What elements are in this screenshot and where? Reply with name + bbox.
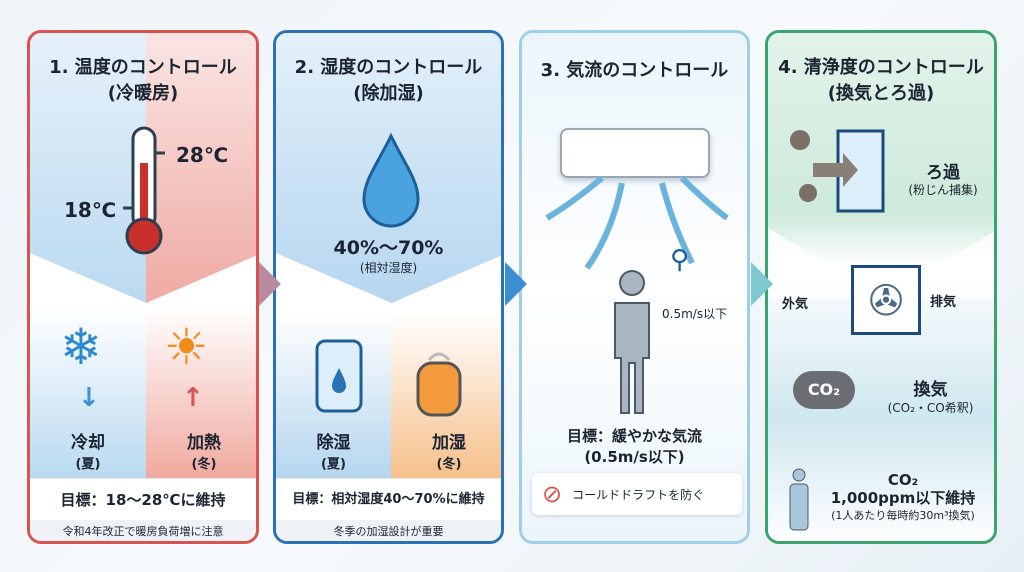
panel-title: 1. 温度のコントロール(冷暖房) (49, 57, 237, 104)
filter-label: ろ過 (926, 163, 960, 183)
dehumidify-label: 除湿(夏) (316, 433, 351, 472)
goal-text: 目標：緩やかな気流(0.5m/s以下) (566, 427, 702, 466)
panel-airflow: 3. 気流のコントロール ⚲ 0.5m/s以下 目標：緩やかな気流(0.5m/s… (519, 30, 750, 544)
note-text: 令和4年改正で暖房負荷増に注意 (30, 520, 256, 541)
outside-air-label: 外気 (782, 297, 809, 312)
air-conditioner-icon (560, 128, 710, 178)
temp-high-label: 28℃ (176, 143, 229, 167)
person-icon (789, 468, 809, 531)
dehumidifier-icon (315, 339, 363, 413)
airflow-arrows-icon (545, 175, 729, 270)
panel-title: 4. 清浄度のコントロール(換気とろ過) (778, 57, 984, 104)
arrow-down-icon: ↓ (78, 383, 100, 413)
no-cold-draft-icon: ⊘ (542, 480, 563, 508)
panel-temperature: 1. 温度のコントロール(冷暖房) 28℃ 18℃ ❄ ☀ ↓ ↑ 冷却(夏) … (27, 30, 259, 544)
heating-label: 加熱(冬) (187, 433, 221, 472)
sun-icon: ☀ (164, 318, 209, 376)
goal-text: 目標：相対湿度40〜70%に維持 (276, 478, 501, 520)
fan-icon: ✇ (851, 265, 921, 335)
anemometer-icon: ⚲ (670, 245, 690, 275)
panel-title: 2. 湿度のコントロール(除加湿) (294, 57, 483, 104)
thermometer-icon (123, 126, 165, 255)
humidify-label: 加湿(冬) (432, 433, 466, 472)
note-text: 冬季の加湿設計が重要 (276, 520, 501, 541)
filter-sub: (粉じん捕集) (908, 183, 978, 197)
flow-arrow-3 (751, 262, 773, 306)
exhaust-label: 排気 (930, 295, 957, 310)
humidifier-icon (416, 352, 462, 417)
temp-low-label: 18℃ (64, 198, 117, 222)
filter-icon (790, 129, 885, 213)
humidity-range: 40%〜70% (333, 237, 444, 259)
humidity-range-sub: (相対湿度) (359, 261, 418, 275)
snowflake-icon: ❄ (60, 318, 102, 376)
warning-box: ⊘ コールドドラフトを防ぐ (532, 473, 742, 515)
panel-cleanliness: 4. 清浄度のコントロール(換気とろ過) ろ過 (粉じん捕集) 外気 ✇ 排気 … (765, 30, 997, 544)
cooling-label: 冷却(夏) (71, 433, 105, 472)
heat-area (146, 308, 256, 478)
ventilation-sub: (CO₂・CO希釈) (887, 401, 974, 415)
airspeed-label: 0.5m/s以下 (662, 307, 728, 321)
warning-text: コールドドラフトを防ぐ (572, 487, 705, 502)
goal-text: 目標：18〜28℃に維持 (30, 478, 256, 520)
person-icon (614, 270, 650, 414)
co2-cloud-icon: CO₂ (793, 371, 855, 409)
panel-humidity: 2. 湿度のコントロール(除加湿) 40%〜70% (相対湿度) 除湿(夏) 加… (273, 30, 504, 544)
cool-area (30, 308, 146, 478)
panel-title: 3. 気流のコントロール (540, 60, 729, 81)
flow-arrow-1 (259, 262, 281, 306)
warm-bg (146, 33, 256, 308)
flow-arrow-2 (505, 262, 527, 306)
water-drop-icon (362, 132, 420, 228)
arrow-up-icon: ↑ (182, 383, 204, 413)
ventilation-label: 換気 (913, 380, 948, 400)
